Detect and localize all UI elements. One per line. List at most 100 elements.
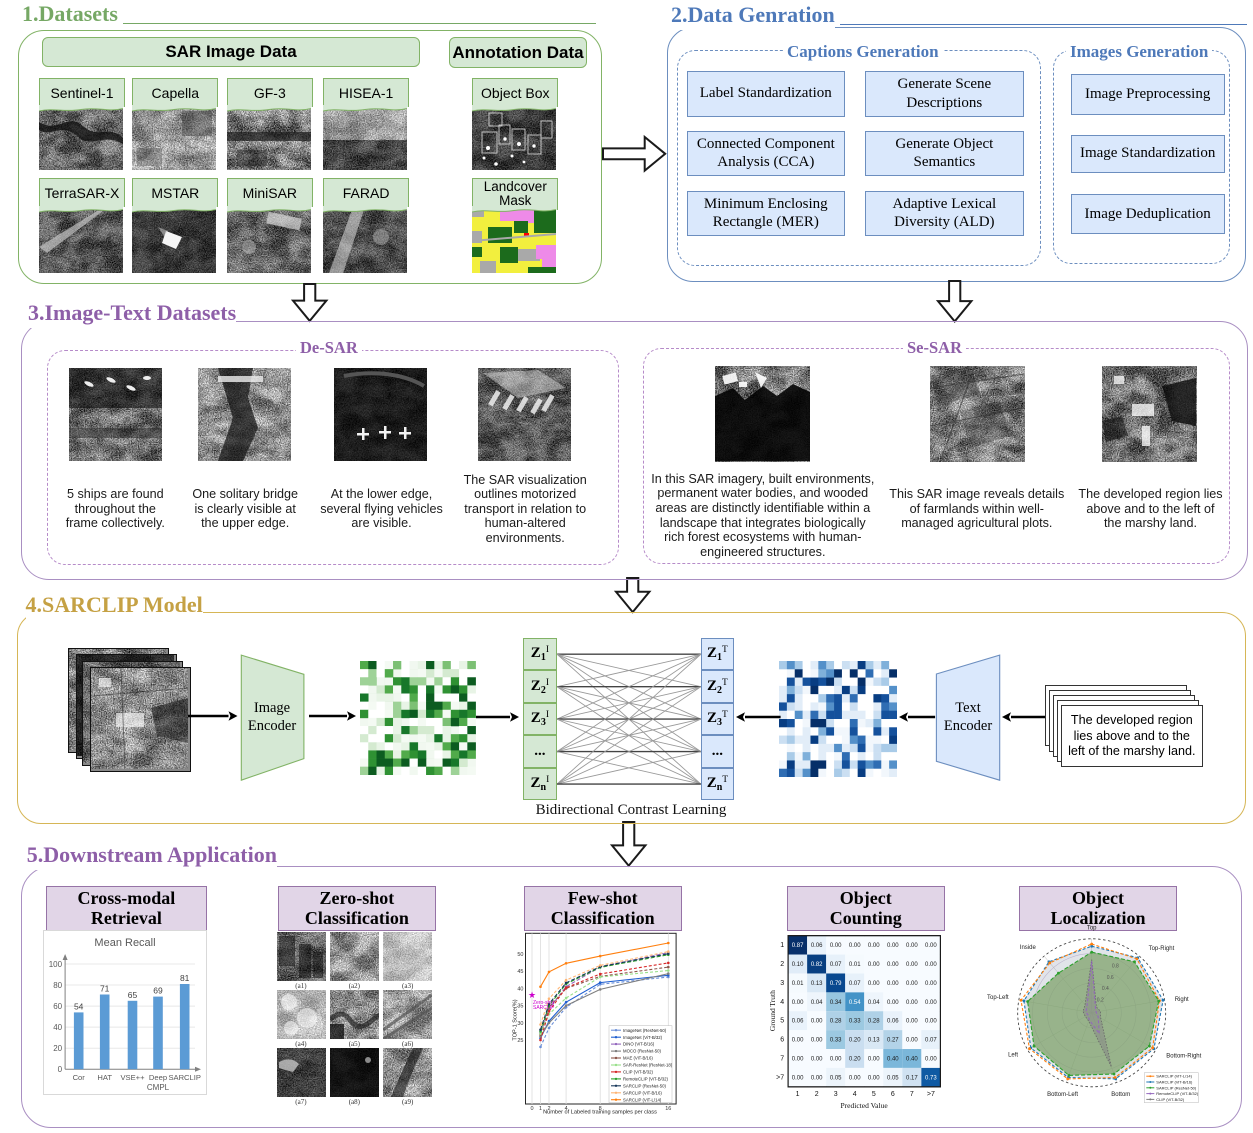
svg-text:0.33: 0.33 (830, 1038, 842, 1044)
svg-text:0.6: 0.6 (1107, 975, 1114, 981)
svg-text:40: 40 (53, 1023, 62, 1032)
svg-text:0.05: 0.05 (887, 1075, 899, 1081)
svg-text:0.82: 0.82 (811, 962, 823, 968)
svg-text:0.00: 0.00 (925, 943, 937, 949)
svg-text:0.00: 0.00 (811, 1019, 823, 1025)
svg-text:7: 7 (910, 1091, 914, 1098)
svg-text:4: 4 (853, 1091, 857, 1098)
svg-text:0.00: 0.00 (792, 1075, 804, 1081)
svg-text:1: 1 (539, 1106, 542, 1112)
svg-text:1: 1 (780, 942, 784, 949)
svg-text:0.00: 0.00 (887, 1000, 899, 1006)
svg-text:0.17: 0.17 (906, 1075, 918, 1081)
svg-text:0.27: 0.27 (887, 1038, 899, 1044)
svg-text:5: 5 (872, 1091, 876, 1098)
svg-text:0.06: 0.06 (792, 1019, 804, 1025)
svg-text:0.01: 0.01 (792, 981, 804, 987)
svg-text:SARCLIP (ViT-B/16): SARCLIP (ViT-B/16) (623, 1090, 662, 1095)
svg-text:Top: Top (1087, 926, 1097, 932)
svg-text:SARCLIP (ResNet-50): SARCLIP (ResNet-50) (623, 1083, 666, 1088)
svg-text:0.00: 0.00 (868, 1075, 880, 1081)
svg-text:RemoteCLIP (ViT-B/32): RemoteCLIP (ViT-B/32) (623, 1077, 669, 1082)
svg-text:SARCLIP: SARCLIP (169, 1073, 202, 1082)
svg-text:★: ★ (528, 990, 536, 1000)
svg-text:0.06: 0.06 (887, 1019, 899, 1025)
svg-text:0.28: 0.28 (830, 1019, 842, 1025)
svg-text:2: 2 (815, 1091, 819, 1098)
svg-text:VSE++: VSE++ (121, 1073, 146, 1082)
svg-text:ImageNet (ResNet-50): ImageNet (ResNet-50) (623, 1028, 667, 1033)
svg-text:0.00: 0.00 (887, 962, 899, 968)
svg-text:16: 16 (665, 1106, 671, 1112)
svg-text:DINO (ViT-B/16): DINO (ViT-B/16) (623, 1042, 655, 1047)
svg-text:0.00: 0.00 (925, 962, 937, 968)
svg-text:SARCLIP: SARCLIP (533, 1005, 555, 1011)
svg-text:65: 65 (128, 990, 138, 1000)
svg-text:0.01: 0.01 (849, 962, 861, 968)
svg-text:0.00: 0.00 (830, 1056, 842, 1062)
svg-text:Image: Image (254, 700, 290, 716)
svg-text:0.00: 0.00 (887, 981, 899, 987)
svg-text:35: 35 (517, 1004, 523, 1010)
svg-text:4: 4 (780, 999, 784, 1006)
svg-text:Bottom-Left: Bottom-Left (1047, 1092, 1078, 1098)
svg-text:>7: >7 (776, 1074, 784, 1081)
svg-text:50: 50 (517, 952, 523, 958)
svg-text:SARCLIP (ViT-L/14): SARCLIP (ViT-L/14) (623, 1097, 662, 1102)
svg-text:0.00: 0.00 (887, 943, 899, 949)
svg-text:0.00: 0.00 (849, 943, 861, 949)
svg-text:0.79: 0.79 (830, 981, 842, 987)
svg-text:Inside: Inside (1020, 945, 1037, 951)
svg-text:0.00: 0.00 (868, 1056, 880, 1062)
svg-text:RemoteCLIP (ViT-B/32): RemoteCLIP (ViT-B/32) (1156, 1091, 1199, 1096)
svg-text:Right: Right (1175, 997, 1189, 1003)
svg-text:80: 80 (53, 981, 62, 990)
svg-text:HAT: HAT (98, 1073, 113, 1082)
svg-text:0.28: 0.28 (868, 1019, 880, 1025)
svg-text:0.00: 0.00 (925, 1019, 937, 1025)
svg-text:0.00: 0.00 (811, 1038, 823, 1044)
svg-text:0: 0 (530, 1106, 533, 1112)
svg-text:Deep: Deep (149, 1073, 167, 1082)
svg-text:Cor: Cor (73, 1073, 86, 1082)
svg-text:0.00: 0.00 (868, 943, 880, 949)
svg-text:0.00: 0.00 (925, 981, 937, 987)
svg-text:0.05: 0.05 (830, 1075, 842, 1081)
svg-text:30: 30 (517, 1021, 523, 1027)
svg-text:Bottom-Right: Bottom-Right (1166, 1053, 1201, 1059)
svg-text:0.04: 0.04 (811, 1000, 823, 1006)
svg-text:>7: >7 (927, 1091, 935, 1098)
svg-text:0.00: 0.00 (811, 1056, 823, 1062)
svg-text:6: 6 (891, 1091, 895, 1098)
svg-text:Mean Recall: Mean Recall (95, 937, 156, 949)
svg-text:Encoder: Encoder (943, 718, 991, 734)
svg-text:0.00: 0.00 (906, 1019, 918, 1025)
svg-text:0.00: 0.00 (906, 1000, 918, 1006)
svg-text:25: 25 (517, 1038, 523, 1044)
svg-text:SAR-ResNet (ResNet-18): SAR-ResNet (ResNet-18) (623, 1063, 673, 1068)
svg-text:CMPL: CMPL (147, 1083, 170, 1092)
svg-text:4: 4 (565, 1106, 568, 1112)
svg-text:0.87: 0.87 (792, 943, 804, 949)
svg-text:0.13: 0.13 (868, 1038, 880, 1044)
svg-text:71: 71 (100, 983, 110, 993)
svg-text:0.40: 0.40 (887, 1056, 899, 1062)
svg-text:0.00: 0.00 (906, 981, 918, 987)
svg-text:Text: Text (955, 700, 981, 716)
svg-text:0.00: 0.00 (868, 962, 880, 968)
svg-text:CLIP (ViT-B/32): CLIP (ViT-B/32) (1156, 1097, 1185, 1102)
svg-text:SARCLIP (ViT-L/14): SARCLIP (ViT-L/14) (1156, 1074, 1192, 1079)
svg-text:0.00: 0.00 (906, 1038, 918, 1044)
svg-text:0.00: 0.00 (792, 1000, 804, 1006)
svg-text:Left: Left (1008, 1052, 1018, 1058)
svg-text:0.8: 0.8 (1112, 964, 1119, 970)
svg-text:Number of Labeled training sam: Number of Labeled training samples per c… (543, 1110, 657, 1116)
svg-text:6: 6 (780, 1037, 784, 1044)
svg-text:Predicted Value: Predicted Value (841, 1101, 889, 1108)
svg-text:2: 2 (780, 961, 784, 968)
svg-text:0.00: 0.00 (811, 1075, 823, 1081)
svg-text:MOCO (ResNet-50): MOCO (ResNet-50) (623, 1049, 662, 1054)
svg-text:Top-Right: Top-Right (1149, 946, 1175, 952)
svg-text:8: 8 (599, 1106, 602, 1112)
svg-text:MAE (ViT-B/16): MAE (ViT-B/16) (623, 1056, 653, 1061)
